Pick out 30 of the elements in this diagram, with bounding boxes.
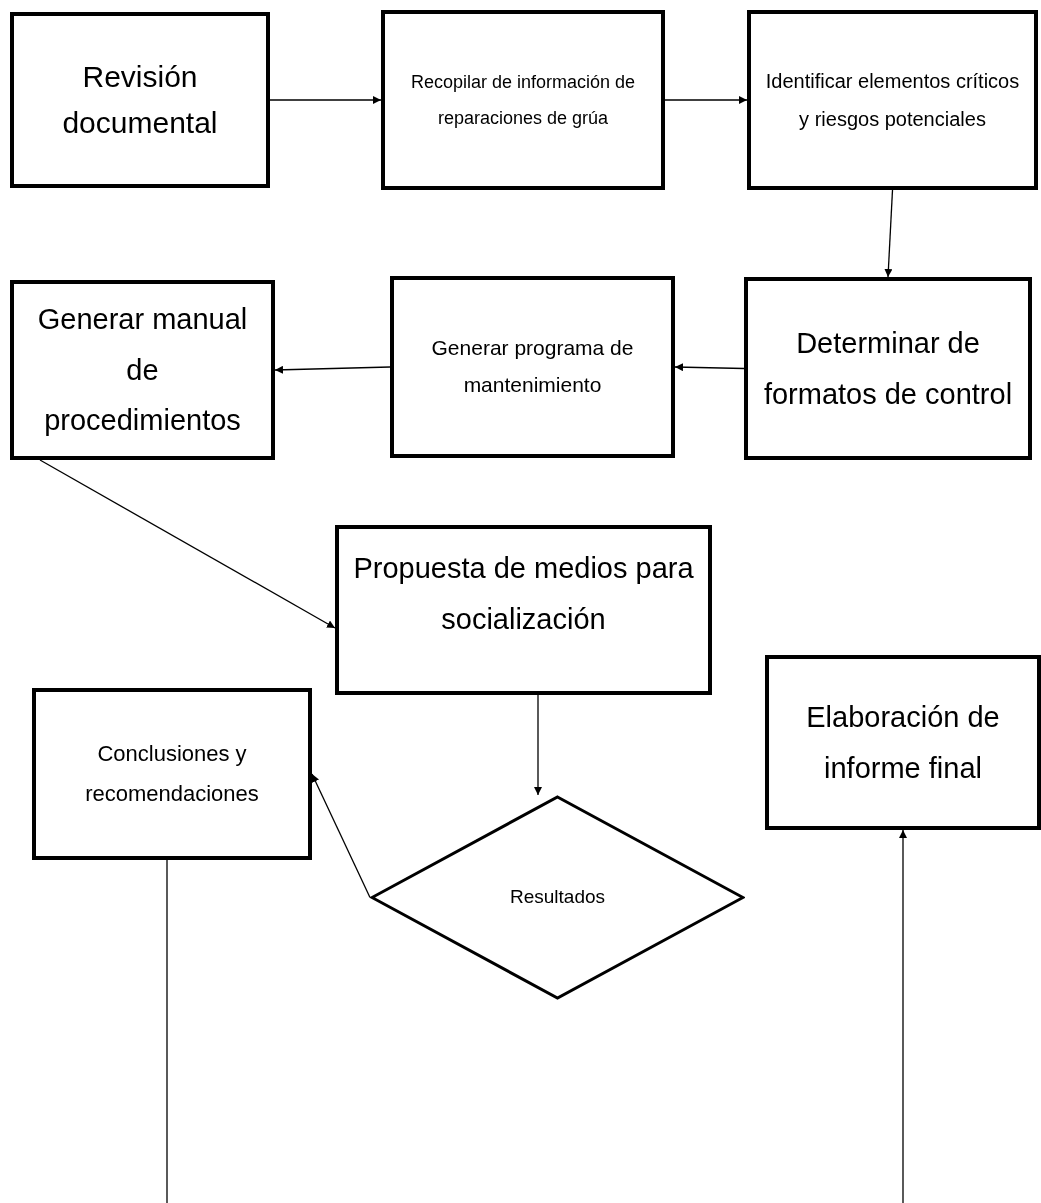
box-label: Generar manual de procedimientos [36, 301, 249, 439]
arrow [664, 96, 748, 104]
box-label: Recopilar de información de reparaciones de grúa [409, 71, 637, 130]
box-label: Elaboración de informe final [805, 699, 1001, 786]
process-box [335, 525, 712, 695]
box-label: Generar programa de mantenimiento [430, 335, 635, 398]
process-box [744, 277, 1032, 460]
arrow [274, 365, 391, 374]
box-label: Resultados [509, 885, 606, 910]
arrow [534, 694, 542, 796]
arrow [674, 363, 745, 372]
box-label: Revisión documental [61, 58, 219, 141]
process-box [10, 12, 270, 188]
process-box [390, 276, 675, 458]
box-label: Conclusiones y recomendaciones [84, 740, 260, 808]
connector-line [166, 859, 168, 1203]
arrow [39, 459, 336, 629]
process-box [747, 10, 1038, 190]
decision-diamond [370, 795, 745, 1000]
process-box [381, 10, 665, 190]
arrow [899, 829, 907, 1203]
box-label: Identificar elementos críticos y riesgos potenciales [764, 69, 1021, 132]
arrow [311, 773, 371, 899]
box-label: Determinar de formatos de control [762, 325, 1014, 412]
process-box [32, 688, 312, 860]
process-box [765, 655, 1041, 830]
arrow [269, 96, 382, 104]
box-label: Propuesta de medios para socialización [352, 551, 695, 637]
process-box [10, 280, 275, 460]
arrow [884, 189, 894, 278]
